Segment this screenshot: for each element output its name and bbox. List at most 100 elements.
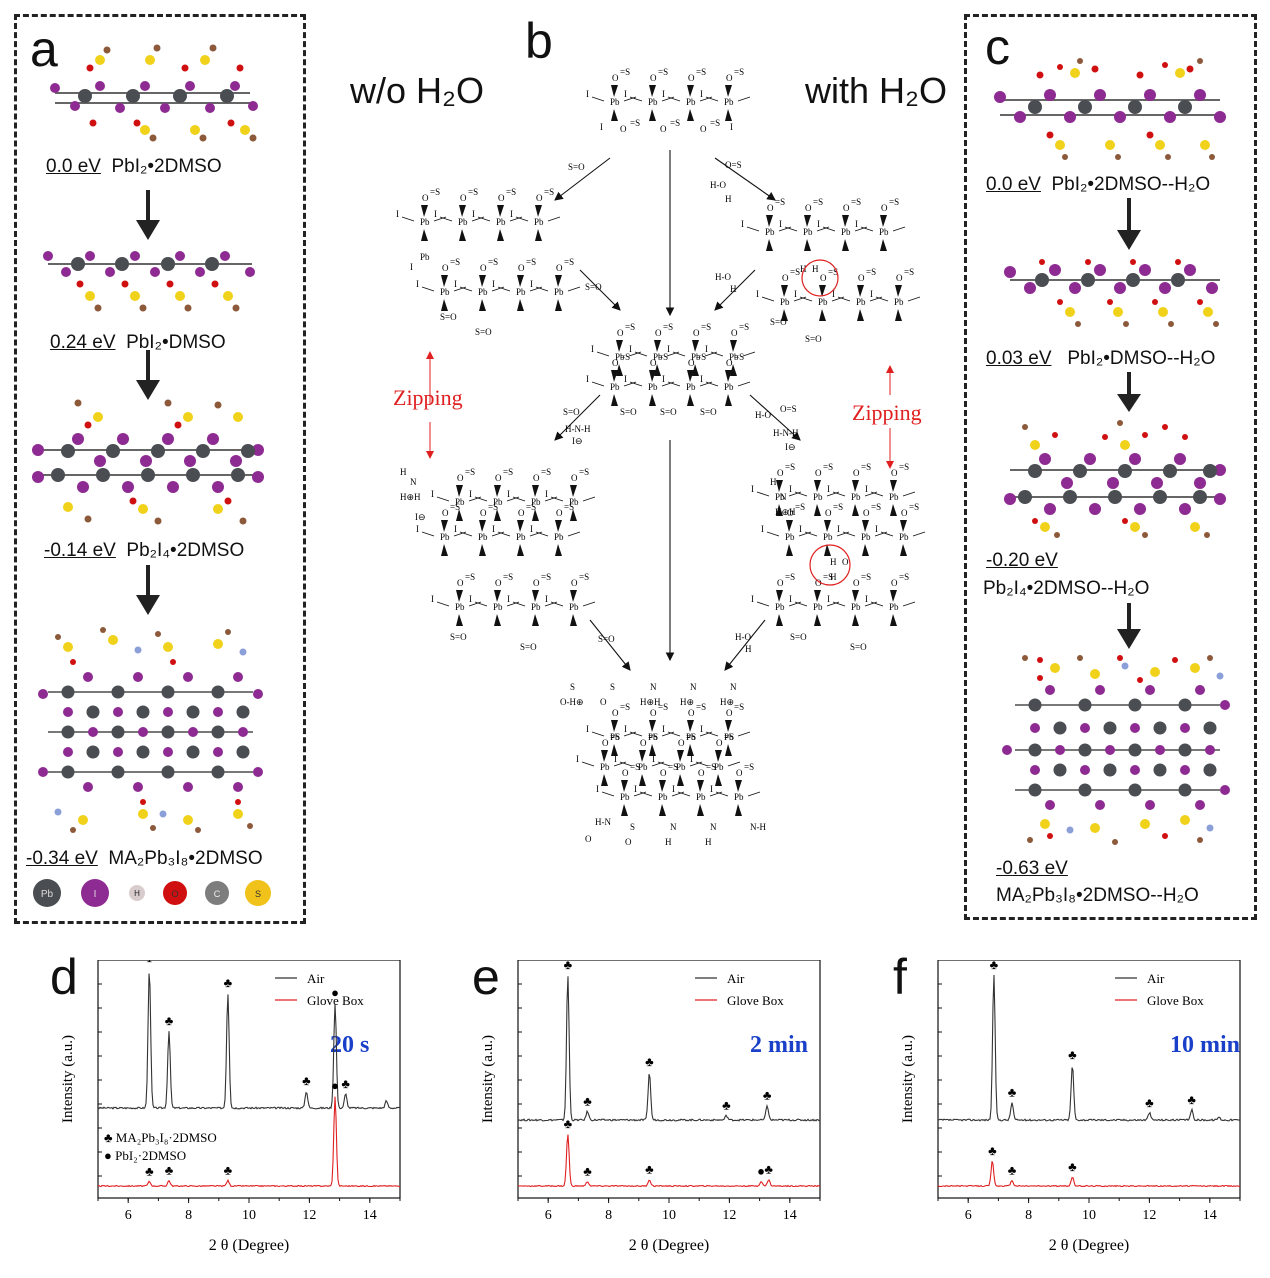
svg-text:H-O: H-O xyxy=(735,632,751,642)
svg-text:I⊖: I⊖ xyxy=(572,436,583,446)
time-label: 2 min xyxy=(750,1032,808,1058)
ma2pb3i8-2dmso-caption: -0.34 eV MA₂Pb₃I₈•2DMSO xyxy=(26,848,263,870)
peak-marker: ● xyxy=(331,1078,339,1093)
peak-marker: ♣ xyxy=(165,1013,174,1028)
ma2pb3i8-2dmso-h2o-structure xyxy=(1002,655,1230,845)
x-tick-label: 8 xyxy=(605,1208,612,1223)
h-atom-icon: H xyxy=(129,885,145,901)
peak-marker: ♣ xyxy=(1008,1085,1017,1100)
y-axis-label: Intensity (a.u.) xyxy=(900,1035,916,1123)
arrow-down-icon xyxy=(136,565,160,615)
pbi2-dmso-caption: 0.24 eV PbI₂•DMSO xyxy=(50,332,226,354)
svg-text:H: H xyxy=(770,477,777,487)
peak-marker: ♣ xyxy=(763,1088,772,1103)
pb2i4-2dmso-h2o-energy: -0.20 eV xyxy=(986,550,1058,571)
peak-marker: ♣ xyxy=(988,1143,997,1158)
air-series-line xyxy=(937,974,1241,1122)
x-tick-label: 6 xyxy=(965,1208,972,1223)
svg-text:O: O xyxy=(585,834,592,844)
x-tick-label: 12 xyxy=(722,1208,736,1223)
panel-b-letter: b xyxy=(525,13,553,69)
peak-marker: ♣ xyxy=(990,960,999,972)
peak-marker: ♣ xyxy=(1145,1095,1154,1110)
s-atom-icon: S xyxy=(245,880,271,906)
svg-text:S=O: S=O xyxy=(450,632,467,642)
x-tick-label: 8 xyxy=(1025,1208,1032,1223)
atom-legend: Pb I H O C S xyxy=(33,879,271,907)
glovebox-series-line xyxy=(97,1096,400,1188)
pbi2-2dmso-caption: 0.0 eV PbI₂•2DMSO xyxy=(46,156,222,178)
pbi2-dmso-h2o-caption: 0.03 eV PbI₂•DMSO--H₂O xyxy=(986,348,1215,370)
atom-label: I xyxy=(94,889,97,900)
svg-text:H: H xyxy=(800,264,807,274)
svg-text:I⊖: I⊖ xyxy=(415,512,426,522)
svg-text:S=O: S=O xyxy=(805,334,822,344)
step-energy: -0.14 eV xyxy=(44,540,116,561)
svg-text:H-N: H-N xyxy=(595,817,611,827)
svg-text:S=O: S=O xyxy=(475,327,492,337)
svg-text:H: H xyxy=(830,557,837,567)
atom-label: S xyxy=(255,889,261,899)
svg-text:H: H xyxy=(725,194,732,204)
svg-text:O: O xyxy=(842,557,849,567)
svg-text:O: O xyxy=(625,837,632,847)
i-atom-icon: I xyxy=(81,879,109,907)
peak-marker: ♣ xyxy=(224,975,233,990)
x-tick-label: 10 xyxy=(662,1208,676,1223)
step-formula: MA₂Pb₃I₈•2DMSO xyxy=(108,848,263,869)
svg-text:O: O xyxy=(600,697,607,707)
peak-marker: ♣ xyxy=(645,1162,654,1177)
pbi2-2dmso-h2o-structure xyxy=(994,58,1226,160)
svg-text:=S: =S xyxy=(670,118,680,128)
svg-text:H⊕H: H⊕H xyxy=(775,507,796,517)
peak-marker: ♣ xyxy=(302,1073,311,1088)
x-tick-label: 12 xyxy=(1142,1208,1156,1223)
panel-a-frame xyxy=(14,14,306,924)
pb2i4-2dmso-h2o-formula: Pb₂I₄•2DMSO--H₂O xyxy=(983,578,1150,599)
step-formula: PbI₂•DMSO xyxy=(126,332,226,353)
svg-text:S=O: S=O xyxy=(660,407,677,417)
svg-text:O=S: O=S xyxy=(725,160,742,170)
svg-text:S=O: S=O xyxy=(520,642,537,652)
scheme-left-intermediate-2: HNH⊕H I⊖S=OS=O xyxy=(400,467,595,652)
x-tick-label: 10 xyxy=(242,1208,256,1223)
svg-text:I: I xyxy=(410,262,413,272)
step-energy: 0.0 eV xyxy=(46,156,101,177)
x-tick-label: 12 xyxy=(302,1208,316,1223)
x-tick-label: 10 xyxy=(1082,1208,1096,1223)
pbi2-2dmso-h2o-caption: 0.0 eV PbI₂•2DMSO--H₂O xyxy=(986,174,1210,196)
svg-text:S=O: S=O xyxy=(700,407,717,417)
peak-marker: ♣ xyxy=(1008,1163,1017,1178)
y-axis-label: Intensity (a.u.) xyxy=(480,1035,496,1123)
x-tick-label: 14 xyxy=(783,1208,797,1223)
step-formula: Pb₂I₄•2DMSO xyxy=(126,540,245,561)
peak-marker: ♣ xyxy=(583,1093,592,1108)
svg-text:I: I xyxy=(600,122,603,132)
svg-text:H⊕H: H⊕H xyxy=(400,492,421,502)
x-tick-label: 8 xyxy=(185,1208,192,1223)
with-water-title: with H₂O xyxy=(805,70,947,111)
svg-text:H: H xyxy=(705,837,712,847)
svg-text:=S: =S xyxy=(710,118,720,128)
glovebox-series-line xyxy=(517,1134,821,1188)
arrow-down-icon xyxy=(1117,603,1141,649)
svg-text:N: N xyxy=(410,477,417,487)
ma2pb3i8-2dmso-h2o-formula: MA₂Pb₃I₈•2DMSO--H₂O xyxy=(996,885,1199,906)
peak-marker: ♣ xyxy=(1068,1159,1077,1174)
svg-text:Pb: Pb xyxy=(420,252,430,262)
pb-atom-icon: Pb xyxy=(33,879,61,907)
legend-glovebox-label: Glove Box xyxy=(727,993,784,1008)
panel-c-frame xyxy=(964,14,1257,920)
svg-text:H-O: H-O xyxy=(715,272,731,282)
svg-text:H⊕: H⊕ xyxy=(680,697,694,707)
legend-air-label: Air xyxy=(307,971,325,986)
svg-text:N: N xyxy=(650,682,657,692)
arrow-down-icon xyxy=(136,350,160,400)
svg-text:H⊕: H⊕ xyxy=(720,697,734,707)
peak-marker: ♣ xyxy=(1187,1092,1196,1107)
atom-label: Pb xyxy=(41,889,54,900)
